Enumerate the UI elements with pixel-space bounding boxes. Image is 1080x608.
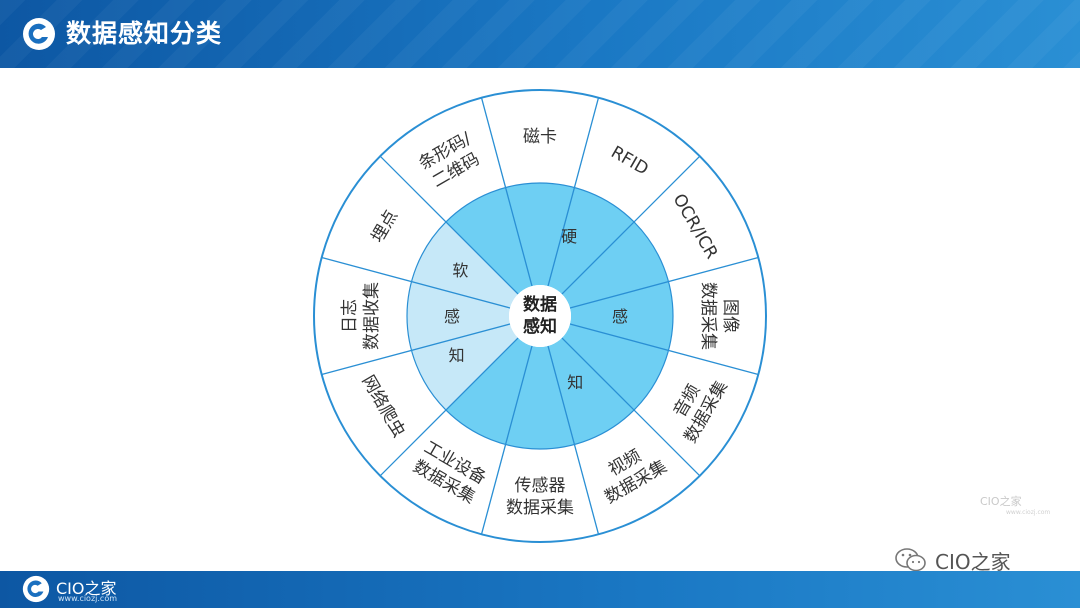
header-bar: 数据感知分类 [0, 0, 1080, 68]
footer-bar: CIO之家 www.ciozj.com [0, 571, 1080, 608]
outer-category-label: 日志 [340, 299, 360, 333]
spoke-line [569, 323, 759, 376]
spoke-line [547, 345, 600, 535]
outer-category-label: 磁卡 [523, 127, 557, 147]
hard-sensing-sector [445, 183, 673, 449]
cio-footer-logo-icon [22, 575, 50, 603]
watermark-brand: CIO之家 [980, 495, 1022, 508]
outer-category: 日志数据收集 [340, 282, 382, 350]
spoke-line [480, 97, 533, 287]
hard-sensing-label: 感 [612, 307, 628, 326]
outer-category-label: 数据采集 [698, 282, 718, 350]
outer-category-label: 图像 [720, 299, 740, 333]
center-circle [509, 285, 571, 347]
spoke-line [480, 345, 533, 535]
spoke-line [321, 256, 511, 309]
header-pattern [0, 0, 1080, 68]
hard-sensing-label: 硬 [561, 227, 577, 246]
center-label: 感知 [523, 316, 557, 337]
spoke-line [569, 256, 759, 309]
footer-url: www.ciozj.com [58, 594, 118, 603]
cio-logo-icon [23, 18, 55, 50]
page-title: 数据感知分类 [66, 19, 223, 48]
soft-sensing-label: 知 [449, 346, 465, 365]
outer-category-label: 数据收集 [362, 282, 382, 350]
outer-category: 磁卡 [523, 127, 557, 147]
wechat-credit: CIO之家 [895, 545, 1011, 575]
spoke-line [547, 97, 600, 287]
wechat-icon [895, 548, 926, 572]
outer-category-label: 数据采集 [506, 498, 574, 518]
spoke-line [321, 323, 511, 376]
spoke-line [379, 155, 519, 295]
watermark-url: www.ciozj.com [1006, 509, 1051, 516]
spoke-line [379, 337, 519, 477]
spoke-line [561, 155, 701, 295]
soft-sensing-label: 感 [444, 307, 460, 326]
wechat-label: CIO之家 [935, 549, 1011, 574]
center-label: 数据 [523, 294, 557, 315]
middle-ring-border [406, 182, 674, 450]
hard-sensing-label: 知 [567, 373, 583, 392]
spoke-line [561, 337, 701, 477]
soft-sensing-label: 软 [452, 261, 468, 280]
outer-category-label: 传感器 [515, 476, 566, 496]
soft-sensing-sector [407, 221, 519, 411]
footer-brand: CIO之家 [56, 579, 117, 598]
